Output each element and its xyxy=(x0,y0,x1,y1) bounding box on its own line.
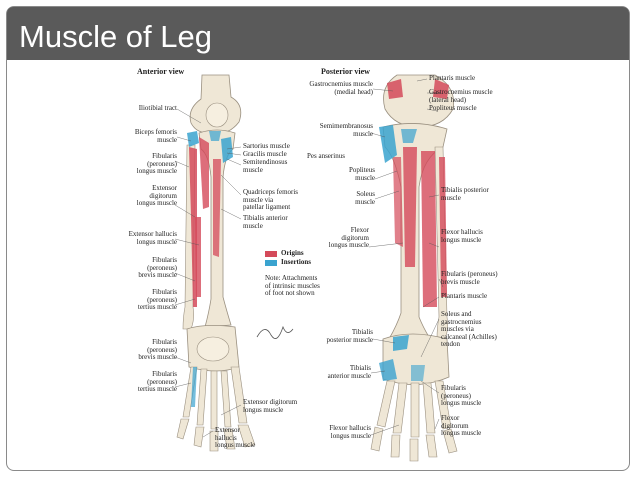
posterior-label: Tibialis posterior muscle xyxy=(441,186,489,202)
title-bar: Muscle of Leg xyxy=(7,7,629,60)
posterior-label: Gastrocnemius muscle (medial head) xyxy=(309,80,373,96)
posterior-label: Flexor digitorum longus muscle xyxy=(441,414,482,437)
origins-legend-label: Origins xyxy=(281,249,304,257)
slide: Muscle of Leg xyxy=(6,6,630,471)
posterior-label: Tibialis anterior muscle xyxy=(327,364,371,380)
anterior-label: Extensor digitorum longus muscle xyxy=(243,398,298,414)
posterior-label: Popliteus muscle xyxy=(429,104,477,112)
anterior-label: Sartorius muscle xyxy=(243,142,290,150)
anterior-label: Extensor digitorum longus muscle xyxy=(136,184,177,207)
anterior-label: Fibularis (peroneus) brevis muscle xyxy=(138,256,177,279)
posterior-label: Plantaris muscle xyxy=(441,292,488,300)
anterior-label: Fibularis (peroneus) tertius muscle xyxy=(137,288,177,311)
leader-lines xyxy=(174,78,444,438)
anterior-label: Extensor hallucis longus muscle xyxy=(128,230,177,246)
posterior-label: Tibialis posterior muscle xyxy=(326,328,373,344)
anterior-label: Fibularis (peroneus) tertius muscle xyxy=(137,370,177,393)
anterior-label: Quadriceps femoris muscle via patellar l… xyxy=(243,188,299,211)
insertions-swatch xyxy=(265,260,277,266)
posterior-label: Fibularis (peroneus) brevis muscle xyxy=(441,270,498,286)
leg-anatomy-figure: Anterior view Iliotibial tract Biceps fe… xyxy=(117,67,517,467)
posterior-leg-illustration xyxy=(370,74,458,462)
anterior-label: Biceps femoris muscle xyxy=(134,128,177,144)
anterior-label: Fibularis (peroneus) longus muscle xyxy=(136,152,177,175)
origins-swatch xyxy=(265,251,277,257)
anterior-label: Fibularis (peroneus) brevis muscle xyxy=(138,338,177,361)
anterior-label: Semitendinosus muscle xyxy=(243,158,288,174)
posterior-label: Soleus muscle xyxy=(355,190,375,206)
posterior-label: Gastrocnemius muscle (lateral head) xyxy=(429,88,493,104)
anterior-label: Gracilis muscle xyxy=(243,150,287,158)
anterior-label: Extensor hallucis longus muscle xyxy=(215,426,256,449)
posterior-label: Flexor hallucis longus muscle xyxy=(441,228,483,244)
posterior-label: Plantaris muscle xyxy=(429,74,476,82)
posterior-label: Flexor hallucis longus muscle xyxy=(329,424,371,440)
leg-bones-svg xyxy=(174,74,458,462)
anterior-label: Tibialis anterior muscle xyxy=(243,214,288,230)
slide-title: Muscle of Leg xyxy=(19,19,212,54)
artist-signature xyxy=(256,325,294,339)
posterior-label: Soleus and gastrocnemius muscles via cal… xyxy=(441,310,497,348)
posterior-view-heading: Posterior view xyxy=(321,67,370,76)
posterior-label: Popliteus muscle xyxy=(348,166,375,182)
anterior-view-heading: Anterior view xyxy=(137,67,185,76)
posterior-label: Fibularis (peroneus) longus muscle xyxy=(441,384,482,407)
anterior-label: Iliotibial tract xyxy=(138,104,177,112)
posterior-label: Semimembranosus muscle xyxy=(319,122,373,138)
insertions-legend-label: Insertions xyxy=(281,258,311,266)
anterior-label: Pes anserinus xyxy=(307,152,345,160)
anterior-leg-illustration xyxy=(176,74,256,452)
posterior-label: Flexor digitorum longus muscle xyxy=(328,226,369,249)
legend-note: Note: Attachments of intrinsic muscles o… xyxy=(265,274,320,297)
